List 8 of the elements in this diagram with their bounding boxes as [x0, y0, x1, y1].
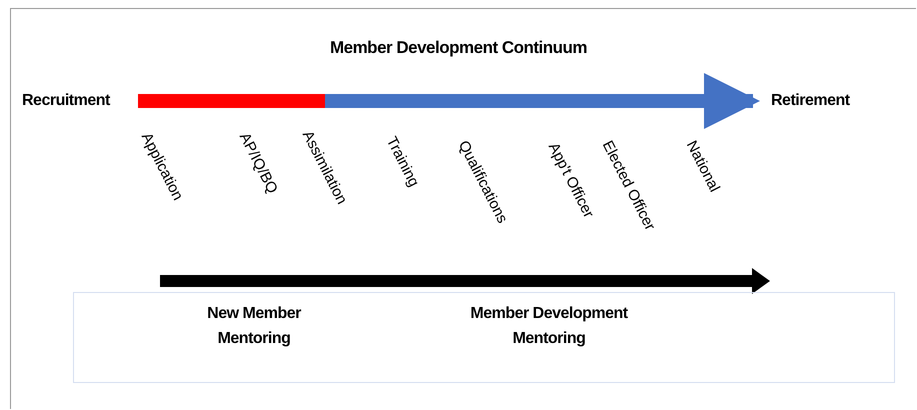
timeline-arrow	[138, 73, 760, 129]
phase-label: Member Development Mentoring	[469, 304, 629, 349]
stage-label: App't Officer	[544, 140, 598, 221]
title: Member Development Continuum	[328, 38, 588, 58]
mentoring-panel	[73, 292, 895, 383]
phase-label: New Member Mentoring	[206, 304, 302, 349]
endpoint-label: Recruitment	[22, 92, 110, 110]
endpoint-label: Retirement	[771, 92, 850, 110]
